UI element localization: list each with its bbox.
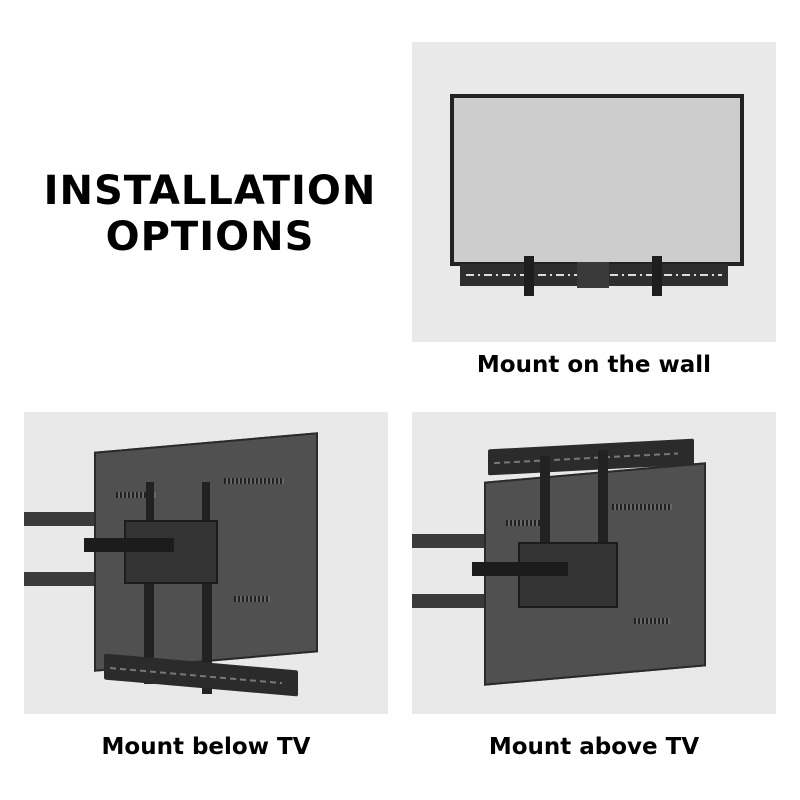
caption-wall: Mount on the wall bbox=[476, 352, 712, 378]
soundbar-rail-right bbox=[598, 450, 608, 560]
swivel-arm bbox=[472, 562, 568, 576]
bracket-clip-left bbox=[524, 256, 534, 296]
soundbar-rail-left bbox=[540, 456, 550, 556]
caption-above: Mount above TV bbox=[488, 734, 700, 760]
below-mount-image bbox=[24, 412, 388, 714]
tv-vent bbox=[612, 504, 672, 510]
title-line-1: INSTALLATION bbox=[43, 168, 377, 214]
tv-vent bbox=[116, 492, 156, 498]
wall-arm-upper bbox=[412, 534, 492, 548]
caption-below: Mount below TV bbox=[101, 734, 311, 760]
tv-vent bbox=[506, 520, 546, 526]
soundbar-rail-right bbox=[202, 584, 212, 694]
soundbar-rail-left bbox=[144, 584, 154, 684]
wall-arm-lower bbox=[24, 572, 104, 586]
mount-rail bbox=[202, 482, 210, 542]
soundbar-bracket bbox=[460, 262, 728, 288]
tv-vent bbox=[234, 596, 270, 602]
swivel-plate bbox=[124, 520, 218, 584]
wall-mount-image bbox=[412, 42, 776, 342]
tv-vent bbox=[224, 478, 284, 484]
bracket-center-plate bbox=[577, 262, 609, 288]
above-mount-image bbox=[412, 412, 776, 714]
tv-front-illustration bbox=[450, 94, 744, 266]
title-line-2: OPTIONS bbox=[105, 214, 315, 260]
wall-arm-lower bbox=[412, 594, 492, 608]
bracket-clip-right bbox=[652, 256, 662, 296]
mount-rail bbox=[146, 482, 154, 542]
page-title: INSTALLATION OPTIONS bbox=[30, 168, 390, 260]
tv-vent bbox=[634, 618, 670, 624]
swivel-arm bbox=[84, 538, 174, 552]
wall-arm-upper bbox=[24, 512, 104, 526]
